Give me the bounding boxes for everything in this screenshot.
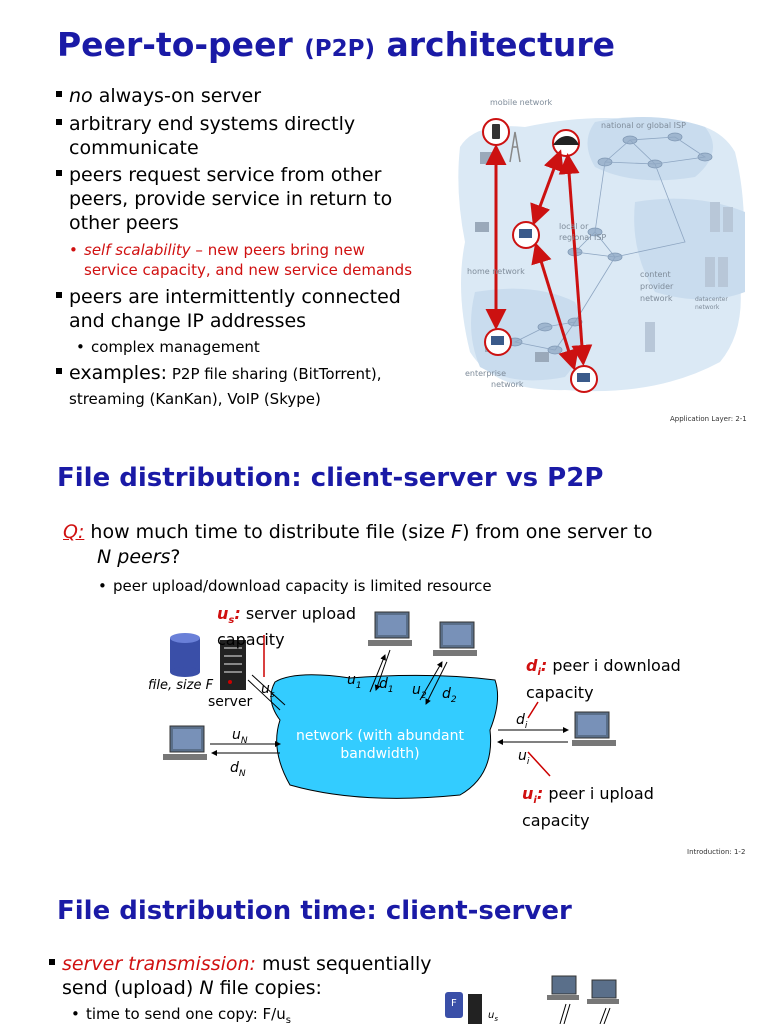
label-mobile-network: mobile network [490,98,553,107]
slide1-footer: Application Layer: 2-1 [670,415,747,423]
bullet-examples: examples: P2P file sharing (BitTorrent),… [56,361,381,411]
slide3-figure: F us [440,972,630,1025]
peer-a [547,975,579,1000]
link-d1: d1 [379,676,394,695]
link-uN: uN [232,727,248,746]
link-ui: ui [518,748,530,767]
fig-us: us [488,1010,498,1023]
slide3-diagram [445,975,619,1025]
link-d2: d2 [442,686,457,705]
sub-time-one-copy: time to send one copy: F/us [71,1004,291,1031]
link-u2: u2 [412,682,427,701]
fig-F: F [451,998,457,1009]
peer-i [572,711,616,746]
slide1-title: Peer-to-peer (P2P) architecture [57,25,616,64]
slide2-footer: Introduction: 1-2 [687,848,746,856]
link-dN: dN [230,760,246,779]
slide3-title: File distribution time: client-server [57,896,572,926]
file-label: file, size F [148,678,214,693]
peer-1 [368,611,412,646]
sub-complex-management: complex management [76,337,260,357]
p2p-network-figure: mobile network national or global ISP lo… [455,92,750,402]
network-diagram [458,117,745,393]
label-home-network: home network [467,267,525,276]
link-di: di [516,712,528,731]
label-global-isp: national or global ISP [601,121,686,130]
peer-b [587,979,619,1004]
peer-2 [433,621,477,656]
link-us: us [261,681,275,700]
bullet-no-server: no always-on server [56,84,261,108]
link-u1: u1 [347,672,362,691]
slide2-title: File distribution: client-server vs P2P [57,463,604,493]
sub-capacity-limited: peer upload/download capacity is limited… [98,576,492,596]
sub-self-scalability: self scalability – new peers bring newse… [69,240,412,280]
server-label: server [208,694,253,710]
question: Q: how much time to distribute file (siz… [63,521,653,568]
peer-N [163,725,207,760]
client-server-diagram [163,611,616,799]
bullet-server-transmission: server transmission: must sequentially s… [49,952,432,1000]
